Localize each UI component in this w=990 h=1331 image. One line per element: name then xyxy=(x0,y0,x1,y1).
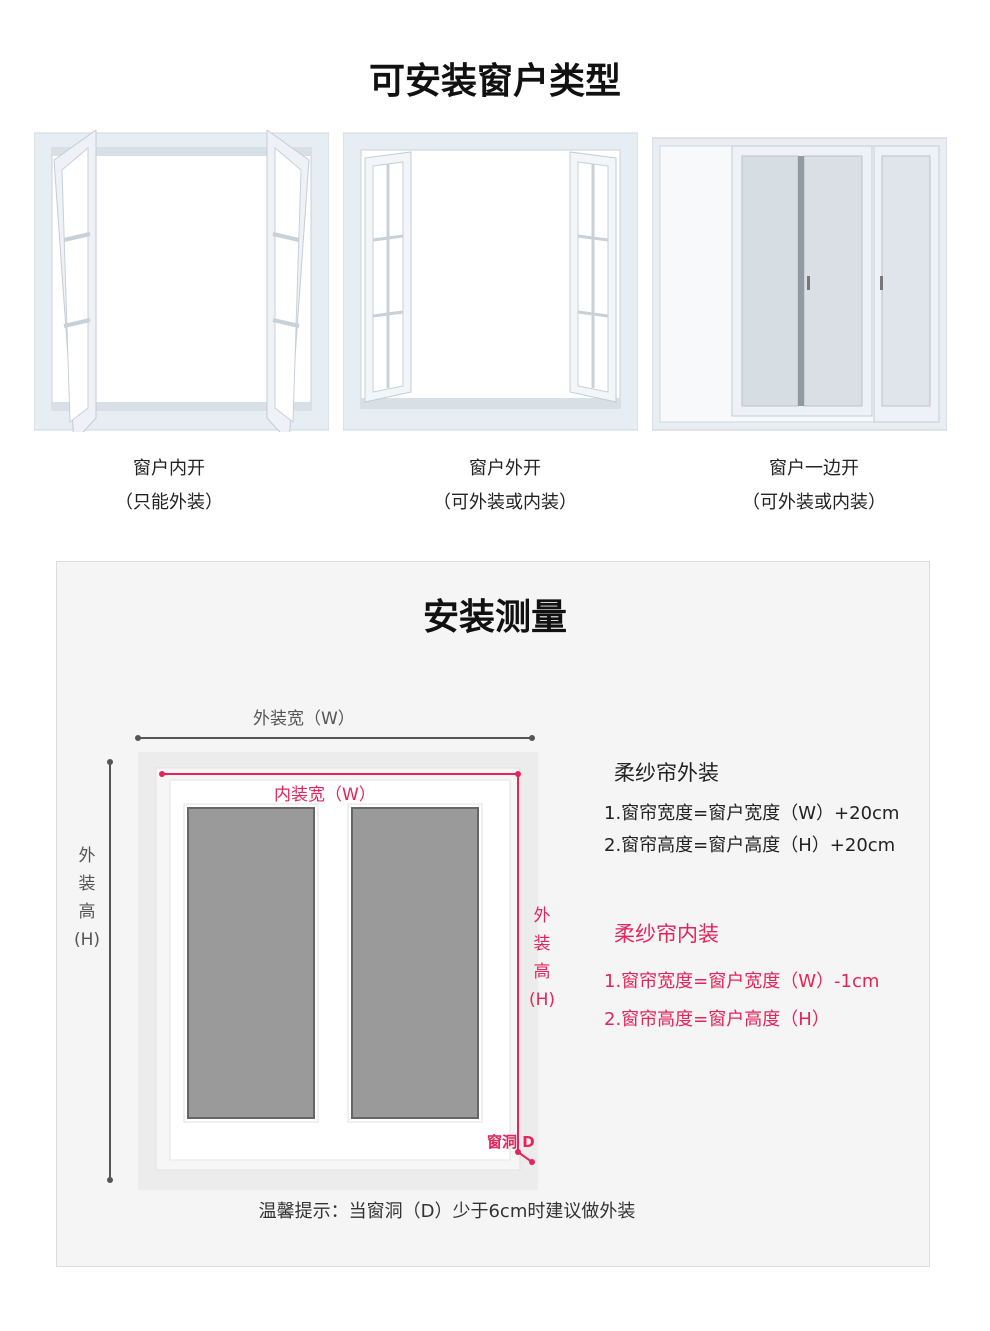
tip-text: 温馨提示：当窗洞（D）少于6cm时建议做外装 xyxy=(258,1201,636,1222)
outward-opening-window-icon xyxy=(343,130,638,432)
window-type-note: （可外装或内装） xyxy=(433,492,577,513)
inner-height-label: 外 装 高 (H) xyxy=(528,906,556,1010)
window-type-note: （可外装或内装） xyxy=(742,492,886,513)
page-title: 可安装窗户类型 xyxy=(368,61,621,102)
inner-width-label: 内装宽（W） xyxy=(274,785,376,805)
sliding-window-icon xyxy=(652,130,947,432)
outer-height-label: 外 装 高 (H) xyxy=(73,846,101,950)
inside-width-formula: 1.窗帘宽度=窗户宽度（W）-1cm xyxy=(604,971,880,992)
inside-mount-heading: 柔纱帘内装 xyxy=(614,922,719,946)
outside-width-formula: 1.窗帘宽度=窗户宽度（W）+20cm xyxy=(604,803,900,824)
window-type-name: 窗户一边开 xyxy=(769,458,859,479)
window-measurement-diagram xyxy=(107,735,538,1190)
measurement-title: 安装测量 xyxy=(422,597,567,638)
window-type-name: 窗户内开 xyxy=(133,458,205,479)
window-type-name: 窗户外开 xyxy=(469,458,541,479)
outside-height-formula: 2.窗帘高度=窗户高度（H）+20cm xyxy=(604,835,896,856)
inside-height-formula: 2.窗帘高度=窗户高度（H） xyxy=(604,1009,830,1030)
window-type-note: （只能外装） xyxy=(115,492,223,513)
outside-mount-heading: 柔纱帘外装 xyxy=(614,761,719,785)
inward-opening-window-icon xyxy=(34,130,329,432)
outer-width-label: 外装宽（W） xyxy=(253,709,355,729)
recess-depth-label: 窗洞 D xyxy=(487,1133,535,1151)
